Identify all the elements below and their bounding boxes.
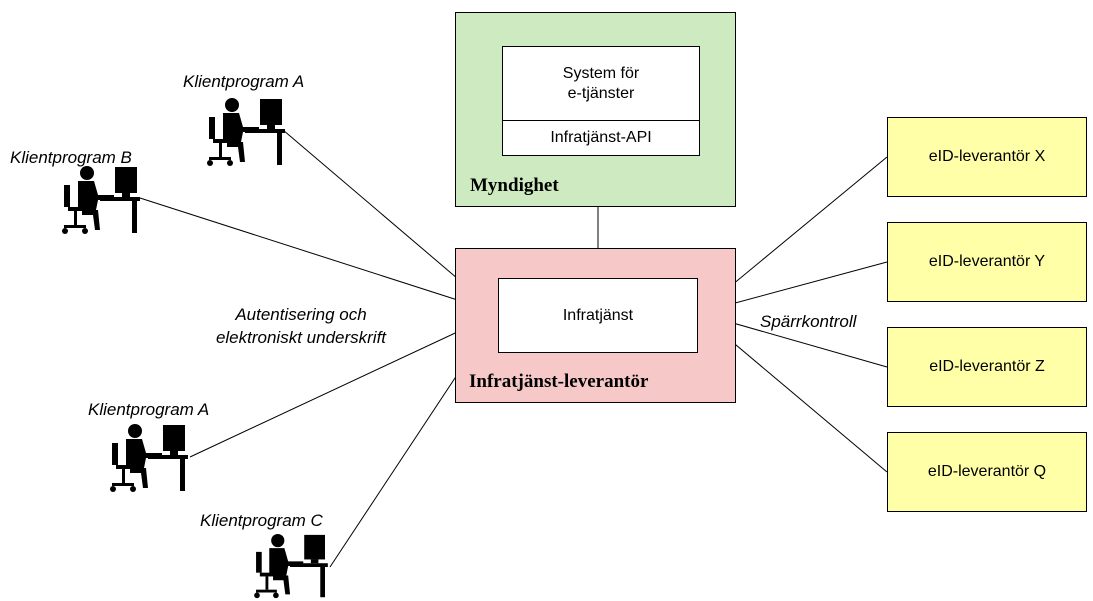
auth-label: Autentisering och elektroniskt underskri… [190,303,412,349]
myndighet-title: Myndighet [470,175,559,196]
system-line-2: e-tjänster [567,84,635,102]
person-computer-icon [110,424,188,492]
eid-provider-y-label: eID-leverantör Y [928,253,1046,270]
eid-provider-x-label: eID-leverantör X [928,148,1046,165]
line-client-b [139,197,499,314]
infratjanst-api-box: Infratjänst-API [502,120,700,156]
auth-label-line-1: Autentisering och [235,305,367,324]
client-label-a-bottom: Klientprogram A [88,400,210,419]
line-client-a-bottom [189,312,499,458]
person-computer-icon [62,166,140,234]
eid-provider-q-label: eID-leverantör Q [927,463,1047,480]
client-label-a-top: Klientprogram A [183,72,305,91]
person-computer-icon [207,98,285,166]
revocation-label: Spärrkontroll [760,312,857,331]
eid-provider-z-label: eID-leverantör Z [929,358,1045,375]
person-computer-icon [254,533,328,599]
infratjanst-box: Infratjänst [498,278,698,353]
eid-provider-q: eID-leverantör Q [887,432,1087,512]
eid-provider-y: eID-leverantör Y [887,222,1087,302]
infratjanst-leverantor-title: Infratjänst-leverantör [469,371,649,392]
system-for-e-tjanster-box: System för e-tjänster [502,46,700,121]
infratjanst-label: Infratjänst [562,306,634,324]
infratjanst-api-label: Infratjänst-API [550,129,652,146]
auth-label-line-2: elektroniskt underskrift [215,328,387,347]
client-label-b: Klientprogram B [10,148,132,167]
eid-provider-x: eID-leverantör X [887,117,1087,197]
system-line-1: System för [562,64,640,82]
client-label-c: Klientprogram C [200,511,323,530]
eid-provider-z: eID-leverantör Z [887,327,1087,407]
